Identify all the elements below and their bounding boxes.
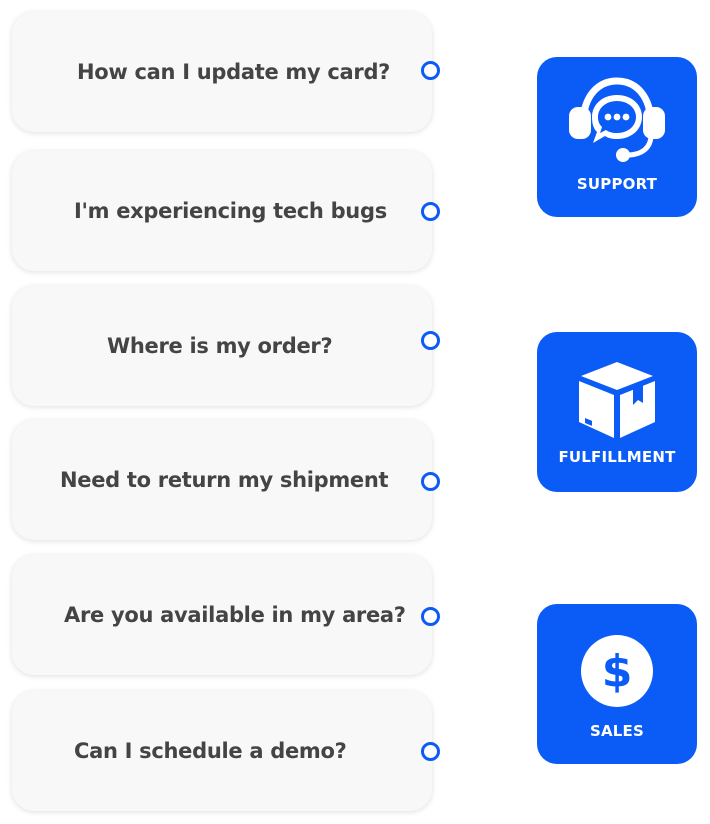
headset-chat-icon <box>537 75 697 163</box>
connector-dot <box>421 202 440 221</box>
question-card-area[interactable]: Are you available in my area? <box>12 555 432 675</box>
connector-dot <box>421 607 440 626</box>
connector-dot <box>421 742 440 761</box>
question-text: Are you available in my area? <box>64 603 406 627</box>
svg-text:$: $ <box>602 646 633 697</box>
connector-dot <box>421 472 440 491</box>
question-card-return[interactable]: Need to return my shipment <box>12 420 432 540</box>
question-text: Where is my order? <box>107 334 333 358</box>
question-text: I'm experiencing tech bugs <box>74 199 387 223</box>
fulfillment-card[interactable]: FULFILLMENT <box>537 332 697 492</box>
fulfillment-label: FULFILLMENT <box>558 448 676 466</box>
question-card-tech-bugs[interactable]: I'm experiencing tech bugs <box>12 151 432 271</box>
question-text: Need to return my shipment <box>60 468 389 492</box>
support-card[interactable]: SUPPORT <box>537 57 697 217</box>
sales-card[interactable]: $ SALES <box>537 604 697 764</box>
question-card-order[interactable]: Where is my order? <box>12 286 432 406</box>
connector-dot <box>421 331 440 350</box>
support-label: SUPPORT <box>576 175 658 193</box>
sales-label: SALES <box>589 722 645 740</box>
dollar-icon: $ <box>537 634 697 708</box>
question-card-card[interactable]: How can I update my card? <box>12 12 432 132</box>
question-text: How can I update my card? <box>77 60 391 84</box>
package-box-icon <box>537 358 697 442</box>
connector-dot <box>421 61 440 80</box>
question-card-demo[interactable]: Can I schedule a demo? <box>12 691 432 811</box>
question-text: Can I schedule a demo? <box>74 739 347 763</box>
